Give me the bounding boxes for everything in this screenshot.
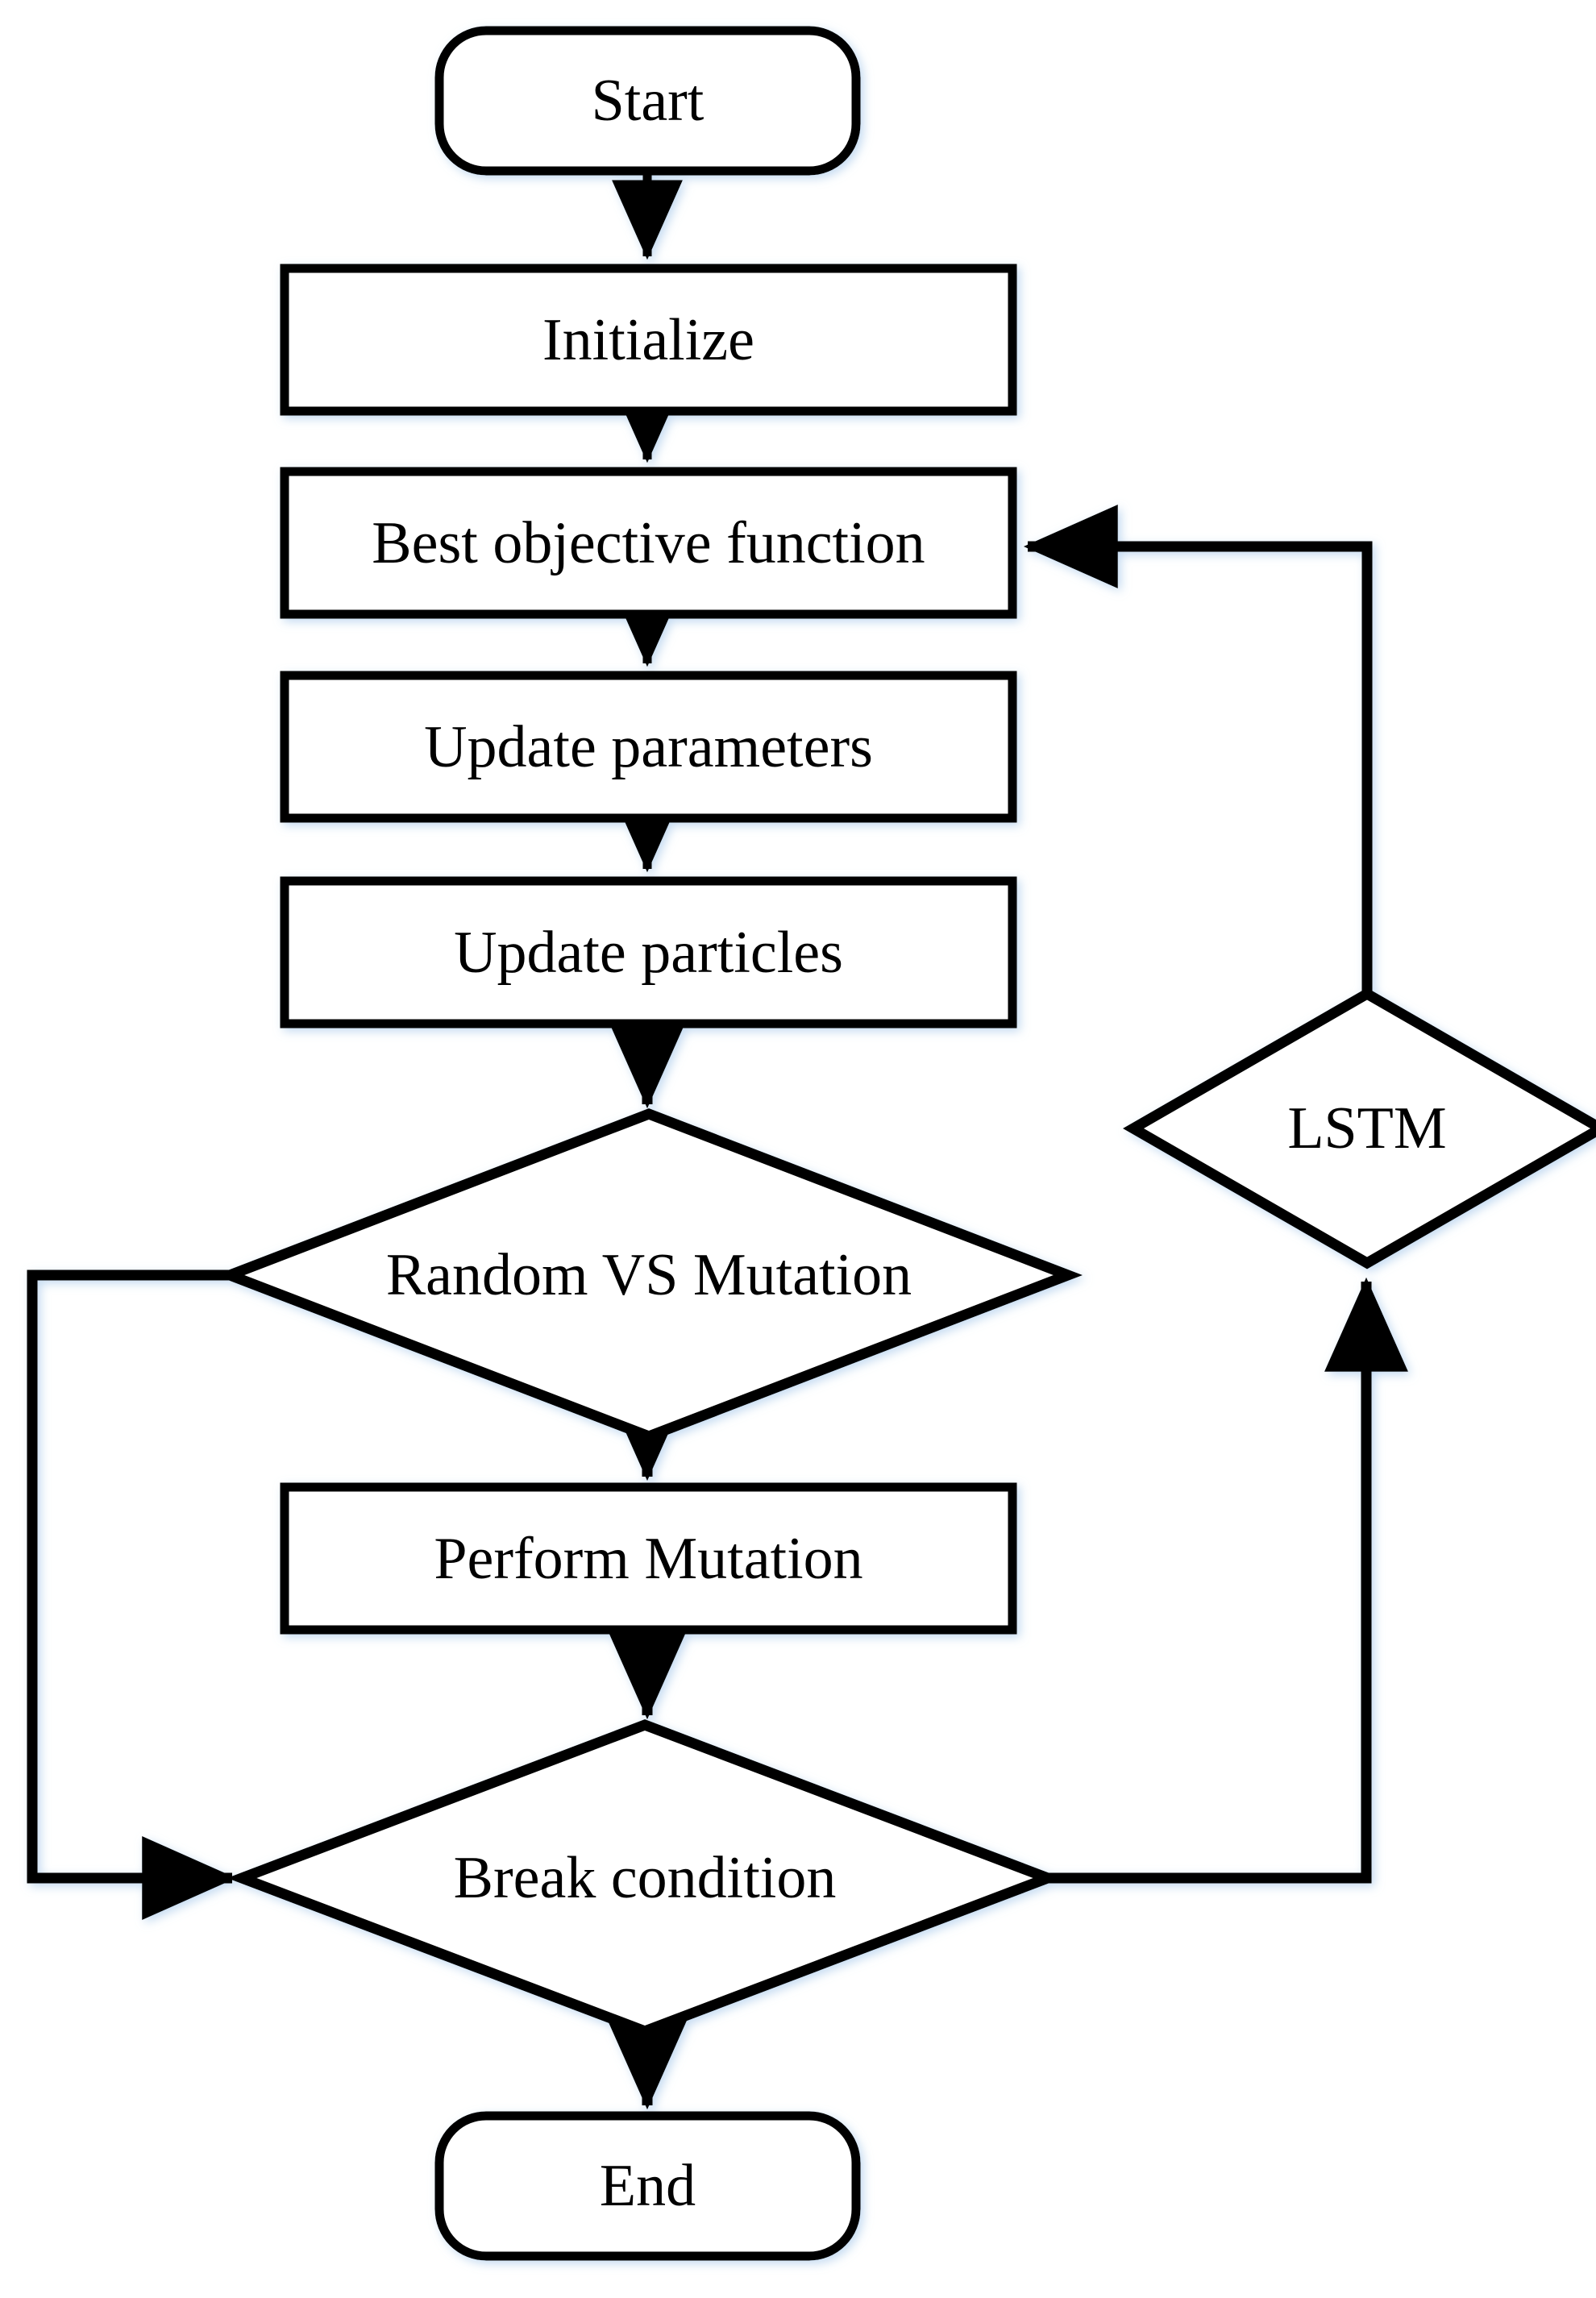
edge-lstm-to-best-objective-function [1023,505,1373,994]
node-end-shape[interactable] [434,2111,861,2261]
node-initialize-shape[interactable] [280,264,1017,416]
node-lstm-shape[interactable] [1122,987,1596,1270]
node-update-parameters-shape[interactable] [280,671,1017,823]
node-perform-mutation-shape[interactable] [280,1482,1017,1635]
node-best-objective-function-shape[interactable] [280,467,1017,619]
edge-random-vs-mutation-to-break-condition [27,1270,237,1920]
node-break-condition-shape[interactable] [227,1719,1063,2037]
node-update-particles-shape[interactable] [280,876,1017,1028]
node-start-shape[interactable] [434,26,861,176]
edge-break-condition-to-lstm [1048,1277,1408,1884]
node-random-vs-mutation-shape[interactable] [214,1108,1083,1442]
